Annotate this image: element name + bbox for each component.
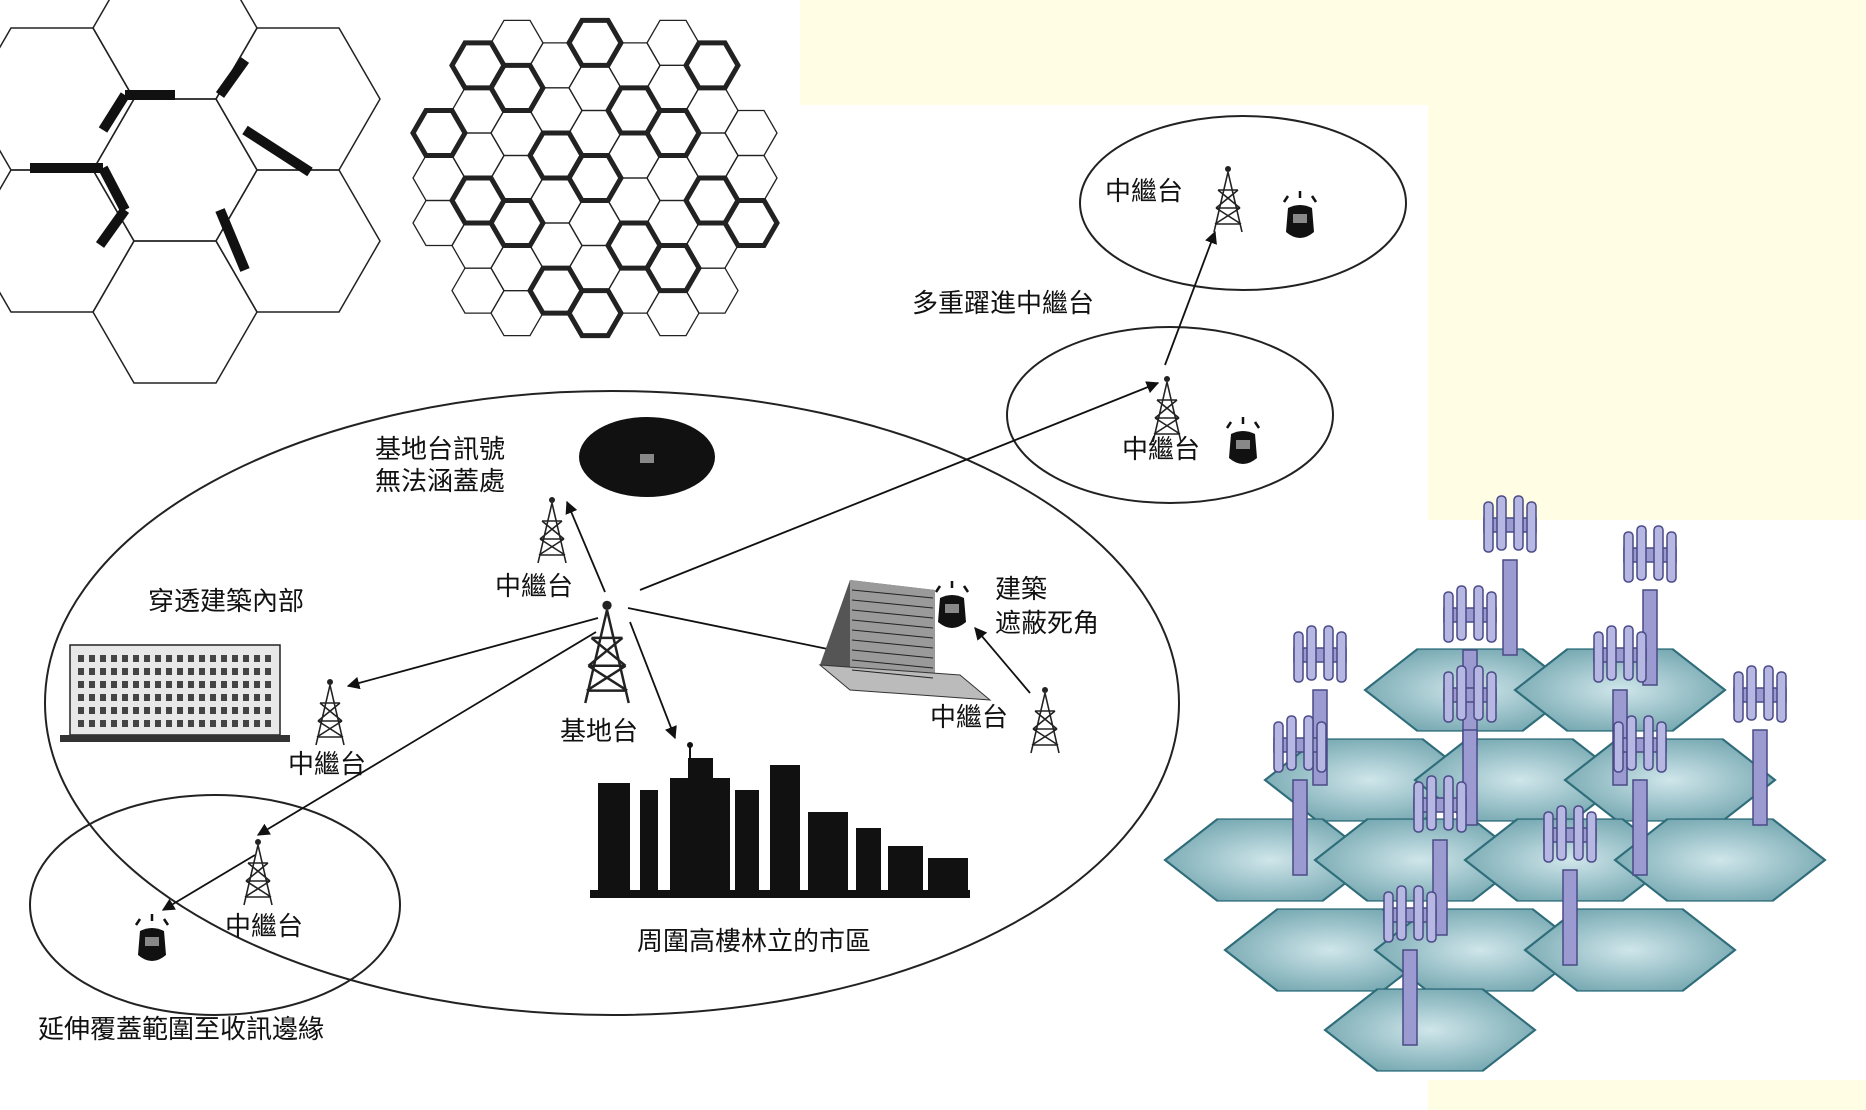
hex-cell xyxy=(1163,818,1377,902)
shield-label-2: 遮蔽死角 xyxy=(995,609,1099,639)
base-station-label: 基地台 xyxy=(560,717,638,747)
dead-zone-label-1: 基地台訊號 xyxy=(375,435,505,465)
hex-cell xyxy=(92,240,258,384)
hop-ellipse-top xyxy=(1079,115,1407,291)
apartment-building xyxy=(60,644,290,742)
relay-label-left: 中繼台 xyxy=(288,750,366,780)
relay-label-hop: 中繼台 xyxy=(1122,435,1200,465)
hex-cell xyxy=(1613,818,1827,902)
city-skyline xyxy=(590,742,970,898)
relay-label-upper: 中繼台 xyxy=(495,572,573,602)
shield-label-1: 建築 xyxy=(995,575,1047,605)
relay-label-bottom: 中繼台 xyxy=(225,912,303,942)
city-label: 周圍高樓林立的市區 xyxy=(637,927,871,957)
cellular-hex-grid xyxy=(1163,495,1827,1072)
relay-label-top: 中繼台 xyxy=(1105,177,1183,207)
signal-arrows xyxy=(161,230,1217,911)
edge-coverage-ellipse xyxy=(29,794,401,1016)
diagram-panel-left xyxy=(0,0,800,1110)
relay-label-right: 中繼台 xyxy=(930,703,1008,733)
penetrate-label: 穿透建築內部 xyxy=(148,587,304,617)
hop-ellipse-middle xyxy=(1006,326,1334,504)
hex-cell xyxy=(685,267,739,314)
hex-cell xyxy=(92,0,258,100)
office-building xyxy=(818,580,992,701)
hex-cell xyxy=(722,198,780,248)
extend-label: 延伸覆蓋範圍至收訊邊緣 xyxy=(38,1015,324,1045)
dead-zone-label-2: 無法涵蓋處 xyxy=(375,467,505,497)
base-coverage-ellipse xyxy=(44,390,1180,1016)
hex-cluster-large xyxy=(410,17,780,339)
hex-cluster-7 xyxy=(0,0,381,384)
hex-cell xyxy=(1323,988,1537,1072)
hex-cell xyxy=(1463,818,1677,902)
multi-hop-label: 多重躍進中繼台 xyxy=(912,289,1094,319)
